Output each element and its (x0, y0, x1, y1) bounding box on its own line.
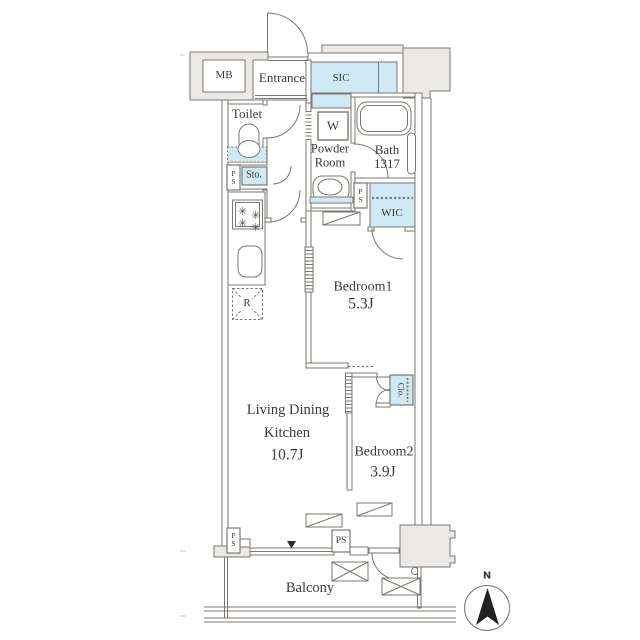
label-pipe-space-1: P S (231, 168, 236, 186)
label-storage: Sto. (246, 169, 262, 181)
label-washer: W (326, 117, 340, 133)
label-pipe-space-3: P S (231, 530, 236, 548)
label-powder-room: Powder Room (310, 141, 350, 169)
label-bedroom1-size: 5.3J (348, 295, 374, 313)
label-toilet: Toilet (231, 105, 263, 121)
label-pipe-space-2: P S (358, 186, 363, 204)
label-balcony: Balcony (285, 580, 335, 597)
label-pipe-space-4: PS (335, 535, 347, 546)
label-shoe-closet: SIC (332, 72, 350, 85)
label-bedroom2: Bedroom2 (354, 444, 414, 460)
pipe-space-1 (226, 164, 241, 191)
label-entrance: Entrance (258, 69, 306, 85)
walls (221, 59, 423, 547)
storage-box (241, 166, 268, 186)
label-wic: WIC (381, 207, 403, 220)
balcony-structure (204, 556, 456, 623)
label-living-dining: Living Dining (246, 402, 330, 419)
svg-text:✳: ✳ (251, 222, 260, 234)
wall-blocks (189, 44, 456, 568)
kitchen-counter: ✳ ✳ ✳ ✳ (227, 191, 266, 286)
svg-text:✳: ✳ (251, 210, 260, 222)
label-closet: Clo. (396, 382, 407, 398)
label-bedroom2-size: 3.9J (370, 463, 396, 481)
label-meter-box: MB (215, 69, 233, 82)
label-north: N (482, 570, 492, 582)
wall-vents (305, 211, 393, 528)
pipe-space-2 (353, 182, 368, 209)
compass (464, 585, 510, 631)
toilet-fixture (227, 104, 301, 163)
label-kitchen: Kitchen (264, 425, 310, 442)
washbasin (309, 175, 354, 204)
bathtub (353, 101, 416, 179)
label-bedroom1: Bedroom1 (333, 279, 393, 295)
label-ldk-size: 10.7J (270, 446, 304, 464)
label-bath: Bath 1317 (374, 141, 400, 171)
label-refrigerator: R (241, 297, 253, 310)
svg-text:✳: ✳ (238, 206, 247, 218)
sliding-door-bedroom1 (304, 246, 314, 293)
entrance-door (253, 12, 308, 101)
svg-text:✳: ✳ (238, 218, 247, 230)
sliding-door-bedroom2 (345, 372, 353, 414)
closet-doors (376, 376, 409, 404)
washer-space (317, 111, 349, 141)
